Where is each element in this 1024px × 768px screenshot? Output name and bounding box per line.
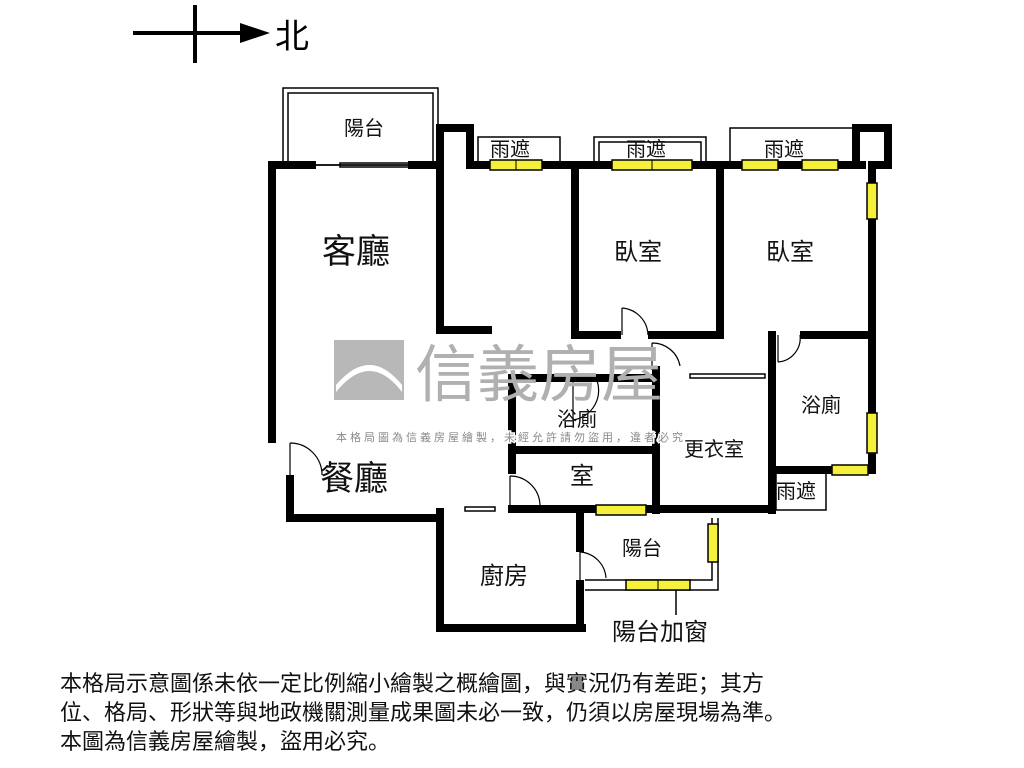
label-bedroom-1: 臥室 <box>614 238 662 266</box>
walls <box>268 124 892 632</box>
label-kitchen: 廚房 <box>480 562 528 590</box>
north-label: 北 <box>275 17 309 57</box>
label-bedroom-2: 臥室 <box>766 238 814 266</box>
disclaimer-line-2: 位、格局、形狀等與地政機關測量成果圖未必一致，仍須以房屋現場為準。 <box>60 701 787 726</box>
label-closet: 更衣室 <box>684 437 744 461</box>
label-room: 室 <box>570 462 594 490</box>
watermark-notice: 本格局圖為信義房屋繪製，未經允許請勿盜用，違者必究 <box>336 430 686 444</box>
label-balcony-top: 陽台 <box>344 116 384 140</box>
label-balcony-window: 陽台加窗 <box>612 618 708 646</box>
doors <box>289 307 801 580</box>
label-rain-shade-3: 雨遮 <box>764 137 804 161</box>
watermark-brand: 信義房屋 <box>415 338 663 411</box>
label-dining-room: 餐廳 <box>320 459 388 499</box>
label-bathroom-1: 浴廁 <box>557 407 597 431</box>
label-bathroom-2: 浴廁 <box>801 393 841 417</box>
label-balcony-back: 陽台 <box>622 536 662 560</box>
windows <box>489 159 878 591</box>
disclaimer-line-1: 本格局示意圖係未依一定比例縮小繪製之概繪圖，與實況仍有差距；其方 <box>60 672 765 697</box>
disclaimer-line-3: 本圖為信義房屋繪製，盜用必究。 <box>60 730 391 755</box>
label-rain-shade-2: 雨遮 <box>626 137 666 161</box>
north-arrow-icon <box>133 5 270 63</box>
disclaimer: 本格局示意圖係未依一定比例縮小繪製之概繪圖，與實況仍有差距；其方 位、格局、形狀… <box>60 670 1000 757</box>
label-rain-shade-4: 雨遮 <box>776 479 816 503</box>
watermark-logo: 信義房屋 本格局圖為信義房屋繪製，未經允許請勿盜用，違者必究 <box>334 338 686 446</box>
label-rain-shade-1: 雨遮 <box>490 137 530 161</box>
label-living-room: 客廳 <box>322 232 390 272</box>
